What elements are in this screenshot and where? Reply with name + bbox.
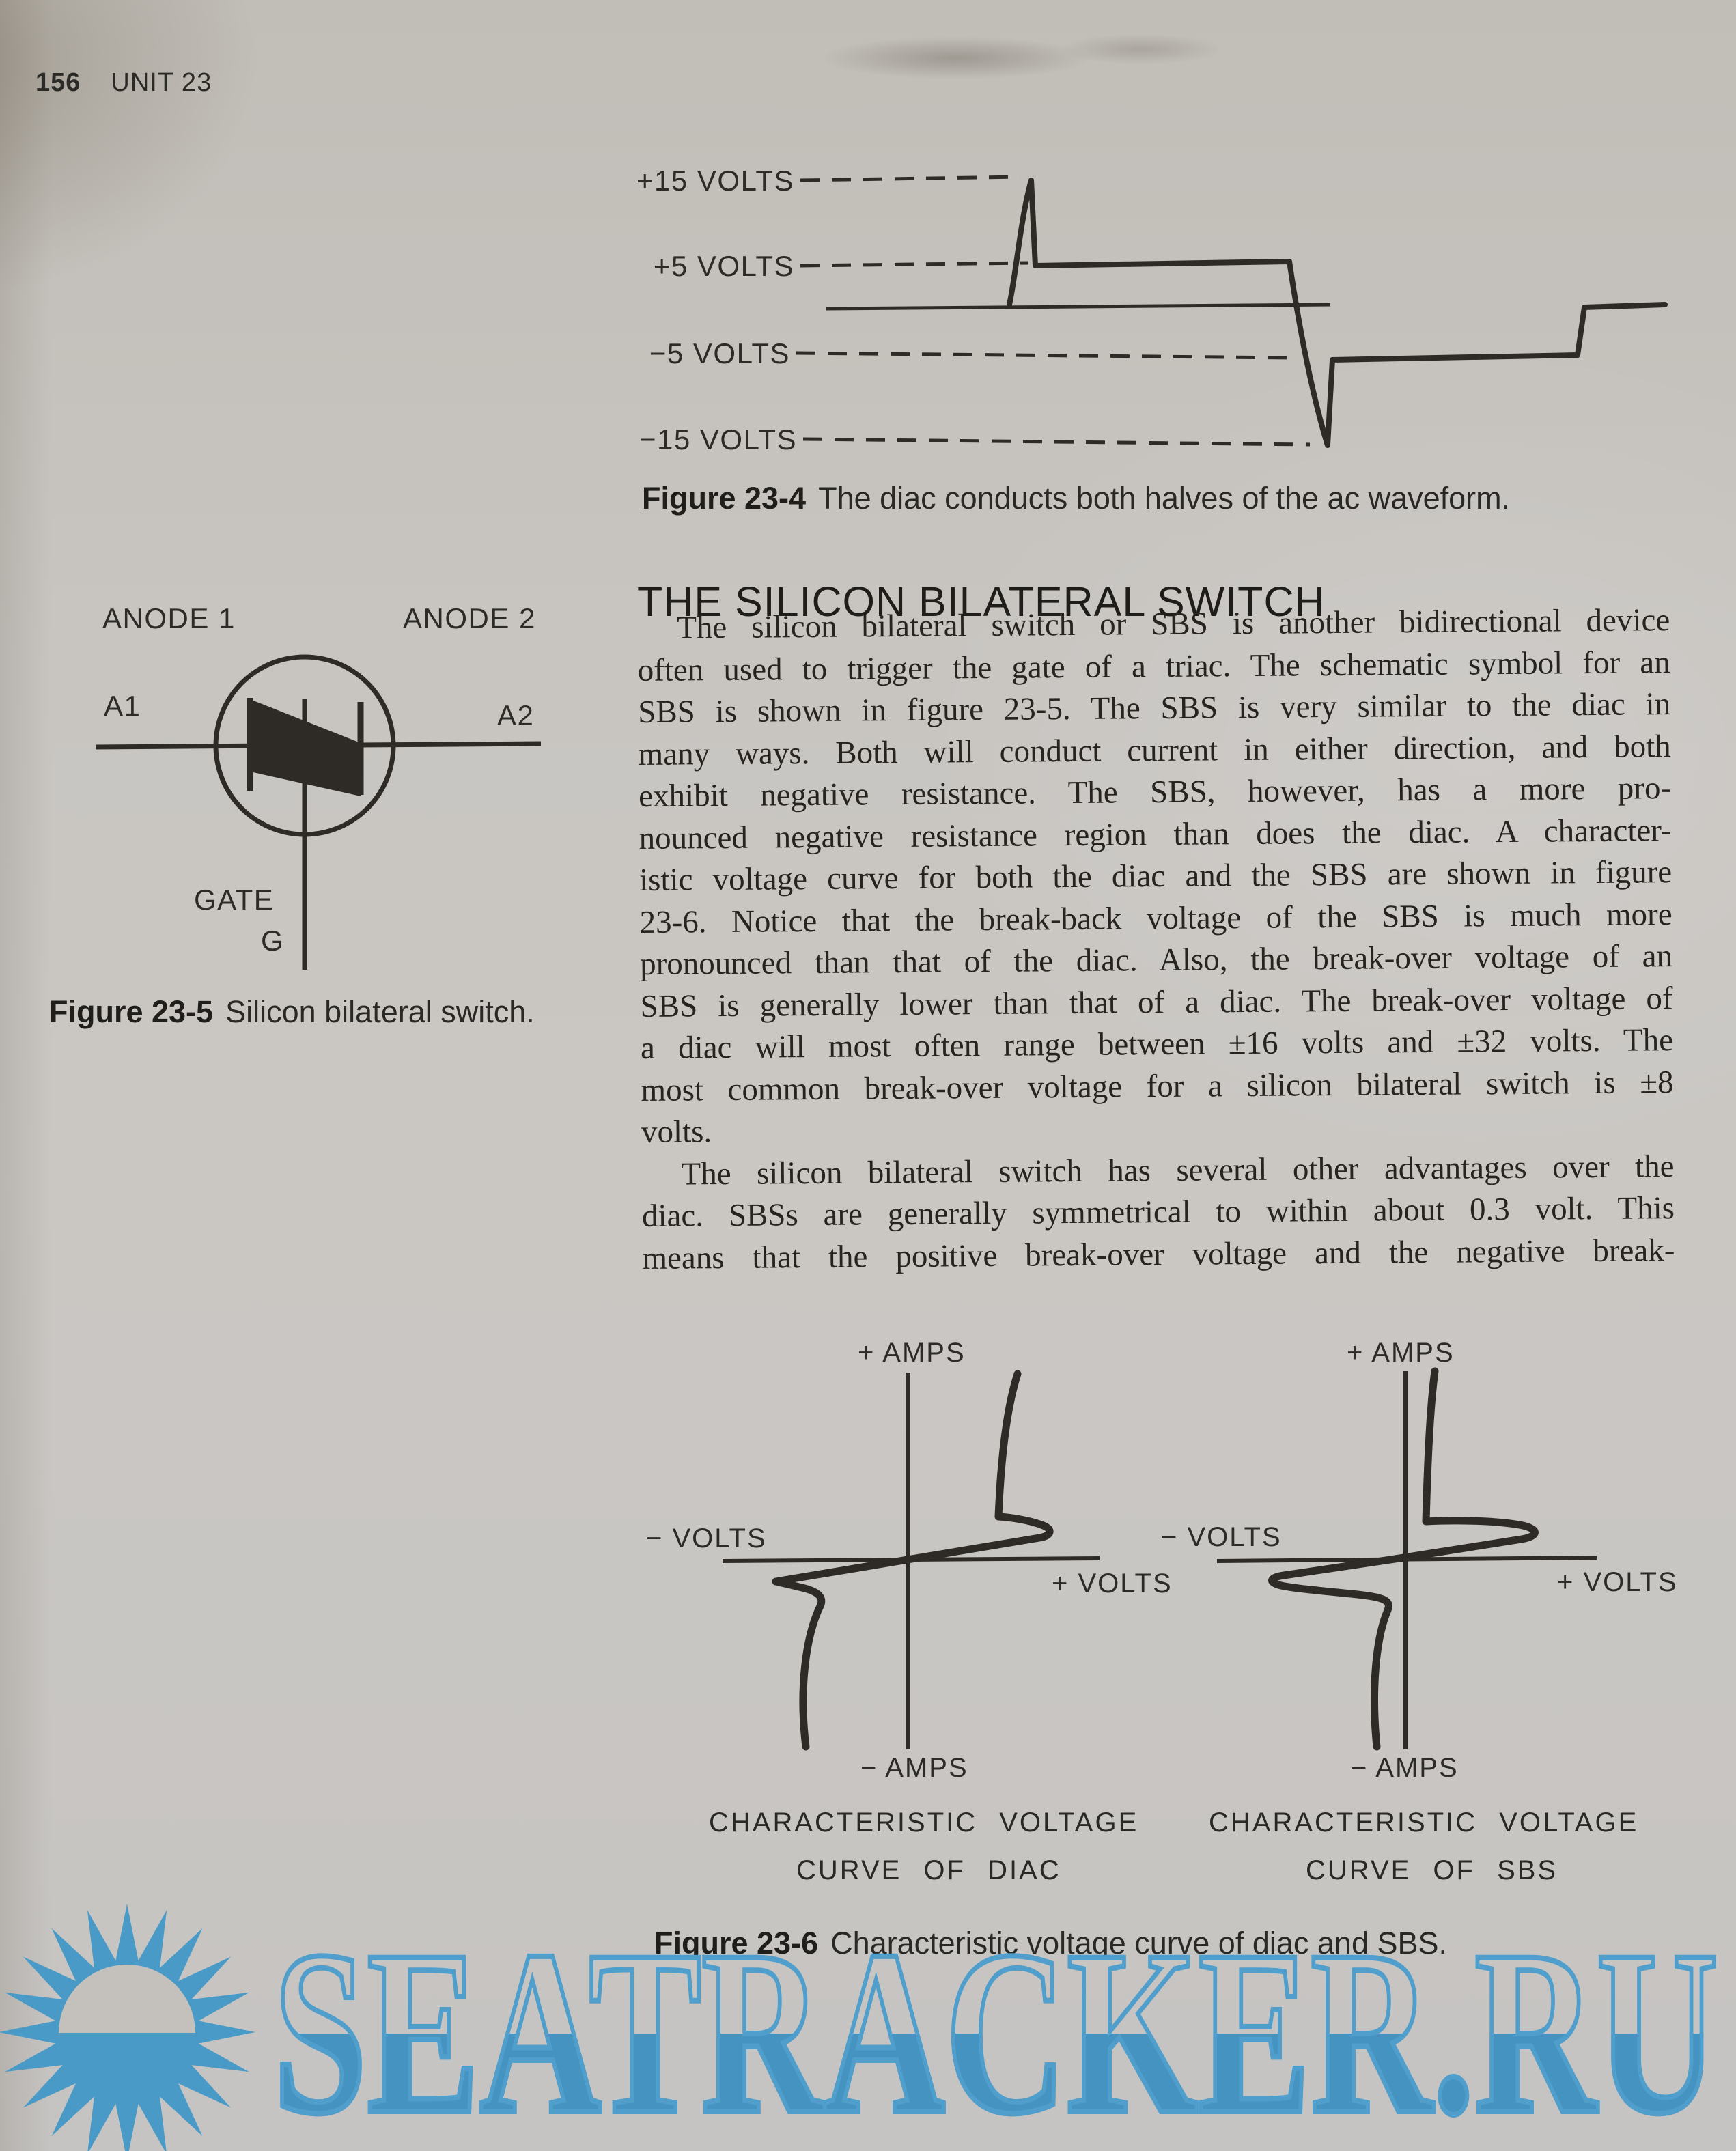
level-label-minus15: −15 VOLTS (639, 423, 797, 455)
leader-minus15 (802, 437, 1311, 447)
running-head: 156 UNIT 23 (36, 68, 212, 98)
figure-23-5-caption: Figure 23-5 Silicon bilateral switch. (49, 994, 535, 1030)
symbol-circle (213, 654, 396, 837)
sbs-plus-volts-label: + VOLTS (1557, 1567, 1678, 1597)
section-heading: THE SILICON BILATERAL SWITCH (637, 578, 1326, 625)
body-line: a diac will most often range between ±16… (640, 1022, 1674, 1066)
figure-23-6-caption-label: Figure 23-6 (654, 1926, 819, 1960)
g-label: G (261, 925, 284, 957)
figure-23-5-caption-label: Figure 23-5 (49, 994, 214, 1029)
gate-label: GATE (194, 884, 274, 916)
diac-minus-amps-label: − AMPS (860, 1753, 968, 1783)
body-line: istic voltage curve for both the diac an… (639, 854, 1672, 898)
body-line: SBS is shown in figure 23-5. The SBS is … (637, 686, 1671, 730)
figure-23-4-caption: Figure 23-4 The diac conducts both halves… (642, 481, 1510, 516)
sun-icon (0, 1904, 255, 2151)
level-label-minus5: −5 VOLTS (649, 337, 790, 369)
sbs-minus-amps-label: − AMPS (1351, 1753, 1459, 1783)
sbs-horizontal-axis (1216, 1556, 1597, 1563)
page-number: 156 (36, 68, 81, 97)
figure-23-6-caption: Figure 23-6 Characteristic voltage curve … (654, 1926, 1447, 1961)
sbs-plus-amps-label: + AMPS (1347, 1338, 1455, 1368)
anode2-label: ANODE 2 (403, 602, 536, 634)
a1-label: A1 (104, 690, 141, 722)
leader-plus15 (800, 175, 1021, 182)
diac-minus-volts-label: − VOLTS (646, 1523, 767, 1554)
diac-plus-amps-label: + AMPS (858, 1338, 966, 1368)
diac-characteristic-curve (772, 1370, 1054, 1751)
unit-label: UNIT 23 (111, 68, 212, 97)
body-line: pronounced than that of the diac. Also, … (639, 938, 1673, 982)
body-line: diac. SBSs are generally symmetrical to … (641, 1190, 1675, 1234)
leader-minus5 (796, 351, 1293, 360)
sbs-minus-volts-label: − VOLTS (1161, 1522, 1282, 1552)
body-line: means that the positive break-over volta… (642, 1232, 1675, 1276)
symbol-parallelogram (250, 699, 361, 796)
sun-dome-shape (59, 1965, 195, 2033)
body-text: The silicon bilateral switch or SBS is a… (637, 600, 1675, 1280)
body-line: most common break-over voltage for a sil… (641, 1064, 1674, 1108)
leader-plus5 (800, 261, 1029, 268)
figure-23-6-caption-text: Characteristic voltage curve of diac and… (830, 1926, 1448, 1960)
level-label-plus15: +15 VOLTS (636, 165, 794, 197)
sbs-caption-line1: CHARACTERISTIC VOLTAGE (1209, 1808, 1638, 1838)
body-line: The silicon bilateral switch or SBS is a… (677, 602, 1670, 646)
level-label-plus5: +5 VOLTS (654, 250, 794, 282)
a2-label: A2 (497, 699, 534, 731)
sbs-characteristic-curve (1268, 1367, 1539, 1751)
diac-caption-line2: CURVE OF DIAC (796, 1855, 1061, 1885)
sbs-caption-line2: CURVE OF SBS (1306, 1855, 1558, 1885)
figure-23-4-caption-text: The diac conducts both halves of the ac … (818, 481, 1511, 516)
body-line: exhibit negative resistance. The SBS, ho… (638, 770, 1672, 814)
diac-horizontal-axis (722, 1556, 1100, 1563)
zero-axis-line (826, 303, 1331, 311)
diac-plus-volts-label: + VOLTS (1052, 1569, 1173, 1599)
anode-lead-line (95, 741, 542, 750)
diac-caption-line1: CHARACTERISTIC VOLTAGE (709, 1808, 1138, 1838)
figure-23-4-caption-label: Figure 23-4 (642, 481, 807, 516)
figure-23-5-caption-text: Silicon bilateral switch. (225, 994, 535, 1029)
diac-waveform-curve (1007, 178, 1668, 448)
anode1-label: ANODE 1 (102, 602, 236, 634)
